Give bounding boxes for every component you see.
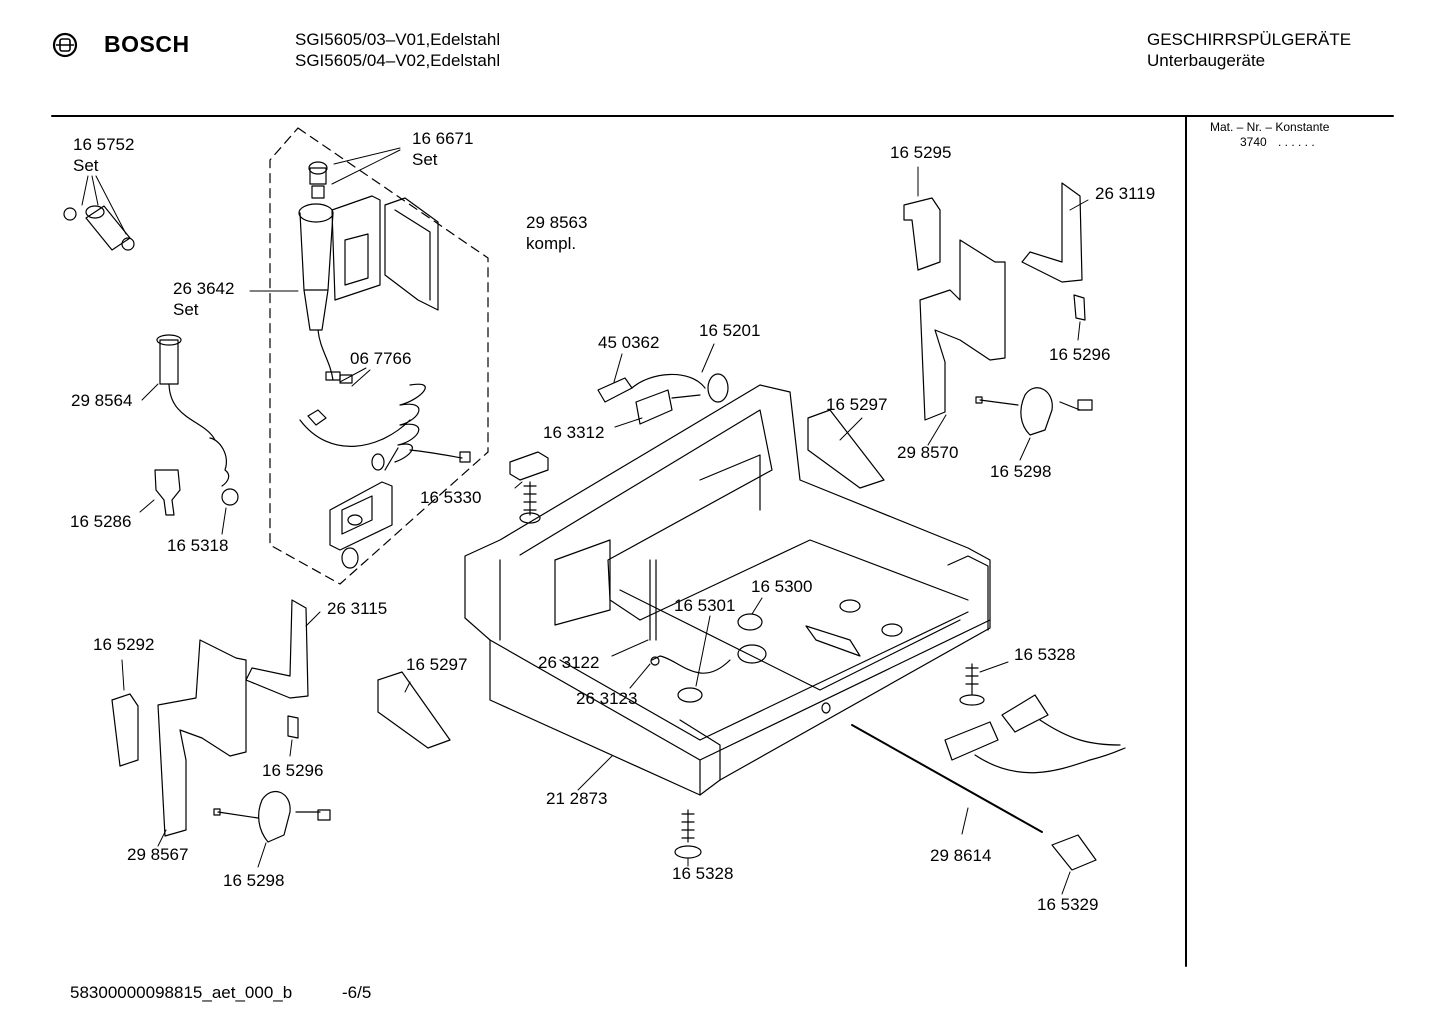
part-label: 16 5330 — [420, 488, 482, 507]
part-label: 16 5301 — [674, 596, 736, 615]
left-side-bracket — [111, 599, 451, 843]
part-label: 16 5298 — [990, 462, 1052, 481]
part-label: 29 8570 — [897, 443, 959, 462]
part-label: kompl. — [526, 234, 577, 253]
part-label: 16 5298 — [223, 871, 285, 890]
part-label: 16 5297 — [406, 655, 468, 674]
part-label: 16 5286 — [70, 512, 132, 531]
part-label: Set — [412, 150, 438, 169]
category-line-1: GESCHIRRSPÜLGERÄTE — [1147, 30, 1352, 49]
bosch-logo — [50, 30, 80, 60]
part-label: 16 5201 — [699, 321, 761, 340]
part-label: 26 3115 — [327, 599, 388, 618]
part-label: 16 5295 — [890, 143, 952, 162]
part-label: 26 3123 — [576, 689, 638, 708]
heater-cable-parts — [597, 373, 729, 425]
assembly-group-outline — [269, 127, 489, 585]
footer-page: -6/5 — [342, 983, 372, 1002]
part-label: 16 5296 — [262, 761, 324, 780]
part-label: Set — [173, 300, 199, 319]
part-label: 16 5296 — [1049, 345, 1111, 364]
side-panel-title: Mat. – Nr. – Konstante — [1210, 120, 1330, 134]
base-tub — [464, 384, 991, 796]
part-label: 16 5300 — [751, 577, 813, 596]
float-switch — [329, 481, 393, 569]
footer-doc-id: 58300000098815_aet_000_b — [70, 983, 293, 1002]
connector-hose-set — [63, 205, 135, 251]
part-label: 16 5752 — [73, 135, 135, 154]
category-line-2: Unterbaugeräte — [1147, 51, 1266, 70]
right-side-bracket — [807, 182, 1093, 489]
part-label: 45 0362 — [598, 333, 660, 352]
part-label: 29 8614 — [930, 846, 992, 865]
part-label: 16 5297 — [826, 395, 888, 414]
part-label: 29 8564 — [71, 391, 133, 410]
part-label: 16 5328 — [672, 864, 734, 883]
level-switch — [509, 451, 549, 524]
drain-hose — [156, 334, 239, 506]
part-label: 16 6671 — [412, 129, 474, 148]
part-label: 29 8563 — [526, 213, 588, 232]
model-line-2: SGI5605/04–V02,Edelstahl — [295, 51, 501, 70]
part-label: 29 8567 — [127, 845, 189, 864]
part-label: 16 5329 — [1037, 895, 1099, 914]
side-panel-dots: . . . . . . — [1278, 135, 1315, 149]
part-label: 21 2873 — [546, 789, 608, 808]
part-label: 16 5318 — [167, 536, 229, 555]
leader-lines — [81, 147, 1089, 895]
part-label: 16 5292 — [93, 635, 155, 654]
clip — [154, 469, 181, 516]
brand-name: BOSCH — [104, 31, 190, 57]
model-line-1: SGI5605/03–V01,Edelstahl — [295, 30, 501, 49]
sensor-parts — [650, 655, 731, 674]
inlet-valve-assembly — [298, 161, 471, 471]
part-label: 16 5328 — [1014, 645, 1076, 664]
part-label: 26 3122 — [538, 653, 600, 672]
foot-screws-and-connectors — [674, 663, 1126, 871]
part-label: 06 7766 — [350, 349, 412, 368]
part-label: 16 3312 — [543, 423, 605, 442]
bosch-armature-icon — [52, 32, 78, 58]
part-label: 26 3642 — [173, 279, 235, 298]
part-label: 26 3119 — [1095, 184, 1156, 203]
part-label: Set — [73, 156, 99, 175]
side-panel-value: 3740 — [1240, 135, 1267, 149]
